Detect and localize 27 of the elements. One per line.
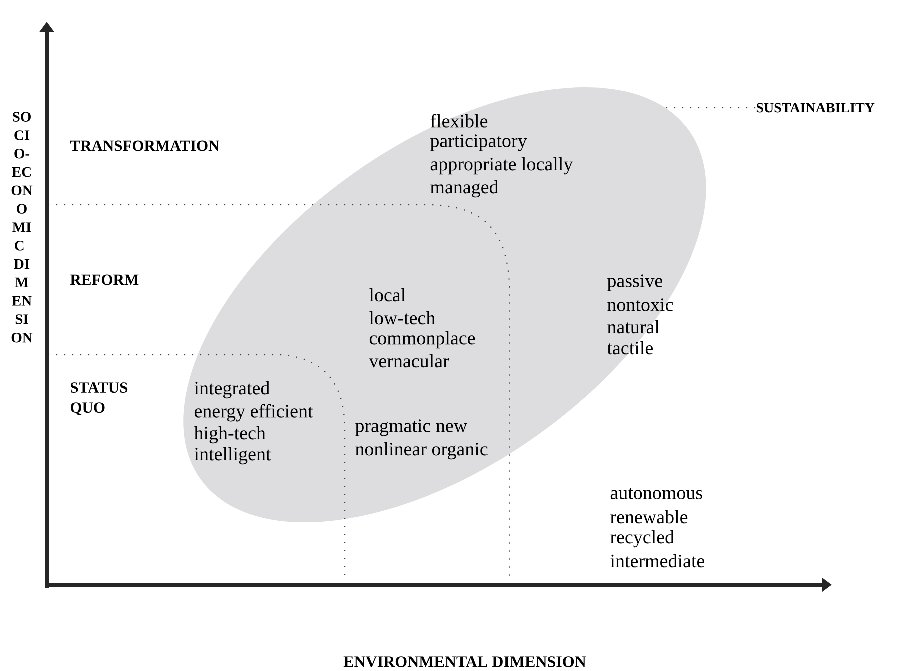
- term-text: participatory: [430, 134, 528, 152]
- term-text: local: [370, 288, 406, 302]
- axis-title: ENVIRONMENTAL DIMENSION: [344, 656, 586, 668]
- zone-label: SUSTAINABILITY: [756, 103, 875, 113]
- level-label: STATUS QUO: [70, 382, 128, 416]
- term-text: low-tech: [370, 311, 436, 325]
- axis-title: SOCIO-ECONOMIC DIMENSION: [12, 112, 33, 343]
- term-text: vernacular: [369, 354, 450, 368]
- term-text: commonplace: [370, 331, 476, 349]
- term-text: managed: [430, 180, 499, 198]
- term-text: appropriate locally: [430, 157, 574, 175]
- term-text: intermediate: [610, 554, 705, 568]
- level-label: REFORM: [70, 274, 139, 286]
- term-text: pragmatic new: [356, 420, 468, 436]
- level-label: TRANSFORMATION: [70, 140, 220, 152]
- term-text: integrated: [194, 381, 270, 399]
- term-text: natural: [608, 320, 660, 334]
- term-text: tactile: [607, 341, 653, 355]
- term-text: energy efficient: [194, 404, 314, 422]
- term-text: nontoxic: [608, 298, 674, 312]
- term-text: flexible: [430, 114, 488, 128]
- term-text: high-tech: [194, 426, 266, 444]
- term-text: renewable: [610, 510, 688, 524]
- term-text: autonomous: [610, 488, 702, 500]
- term-text: intelligent: [194, 447, 272, 465]
- term-text: passive: [608, 274, 662, 292]
- term-text: nonlinear organic: [356, 442, 488, 460]
